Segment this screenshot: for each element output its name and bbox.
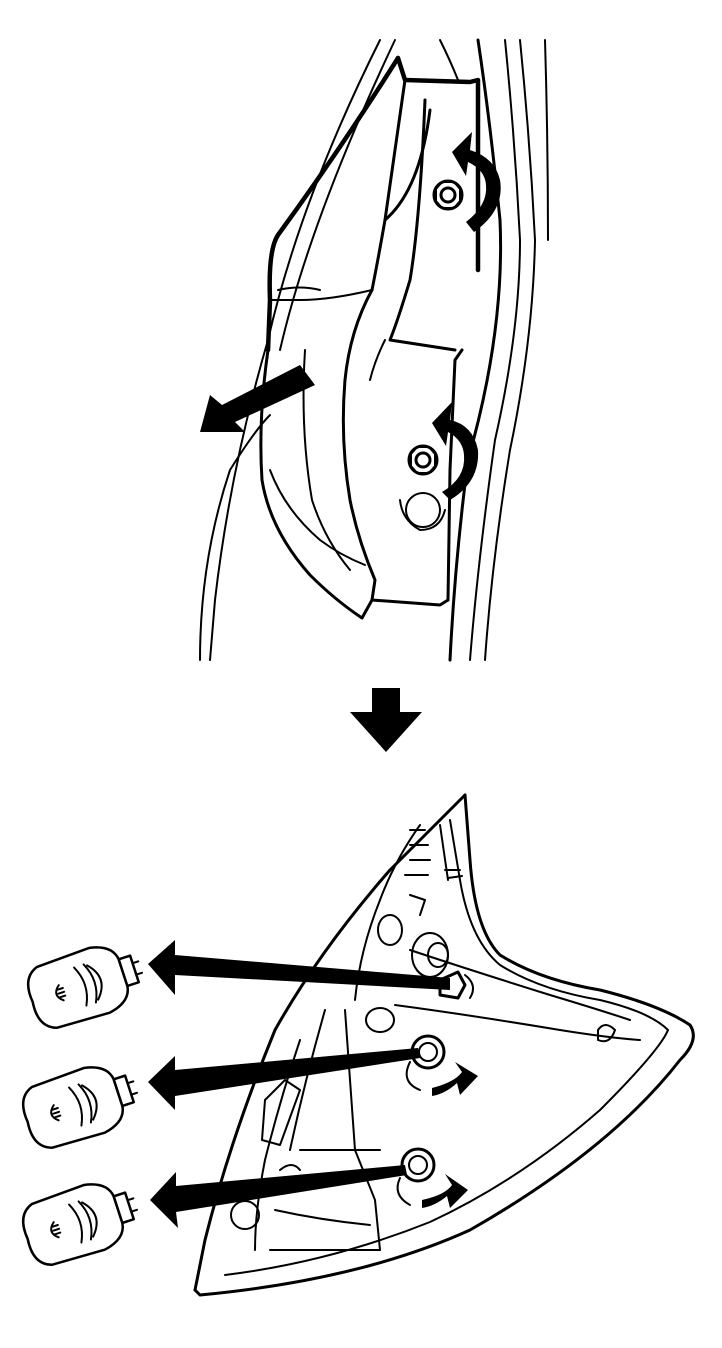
curved-arrow-icon: [452, 132, 501, 232]
straight-arrow-icon: [148, 940, 450, 995]
lamp-housing: [259, 55, 481, 620]
reflector-hole: [405, 492, 441, 528]
socket-middle: [405, 1034, 446, 1091]
bulb-icon: [21, 1066, 139, 1150]
bulb-icon: [21, 1183, 139, 1267]
nut-icon: [432, 179, 464, 211]
straight-arrow-icon: [200, 365, 315, 432]
down-arrow-icon: [350, 688, 422, 752]
lamp-unit: [193, 793, 695, 1297]
socket-lower: [396, 1147, 436, 1206]
socket-upper: [438, 970, 475, 1000]
top-panel-housing-removal: [199, 38, 549, 662]
nut-icon: [407, 444, 439, 476]
bulb-icon: [26, 946, 144, 1030]
curved-arrow-icon: [432, 402, 479, 500]
bottom-panel-bulb-replacement: [21, 793, 695, 1297]
straight-arrow-icon: [150, 1165, 407, 1228]
curved-arrow-icon: [432, 1062, 478, 1096]
straight-arrow-icon: [148, 1048, 420, 1110]
curved-arrow-icon: [422, 1174, 468, 1208]
body-panel-lines: [199, 38, 549, 662]
